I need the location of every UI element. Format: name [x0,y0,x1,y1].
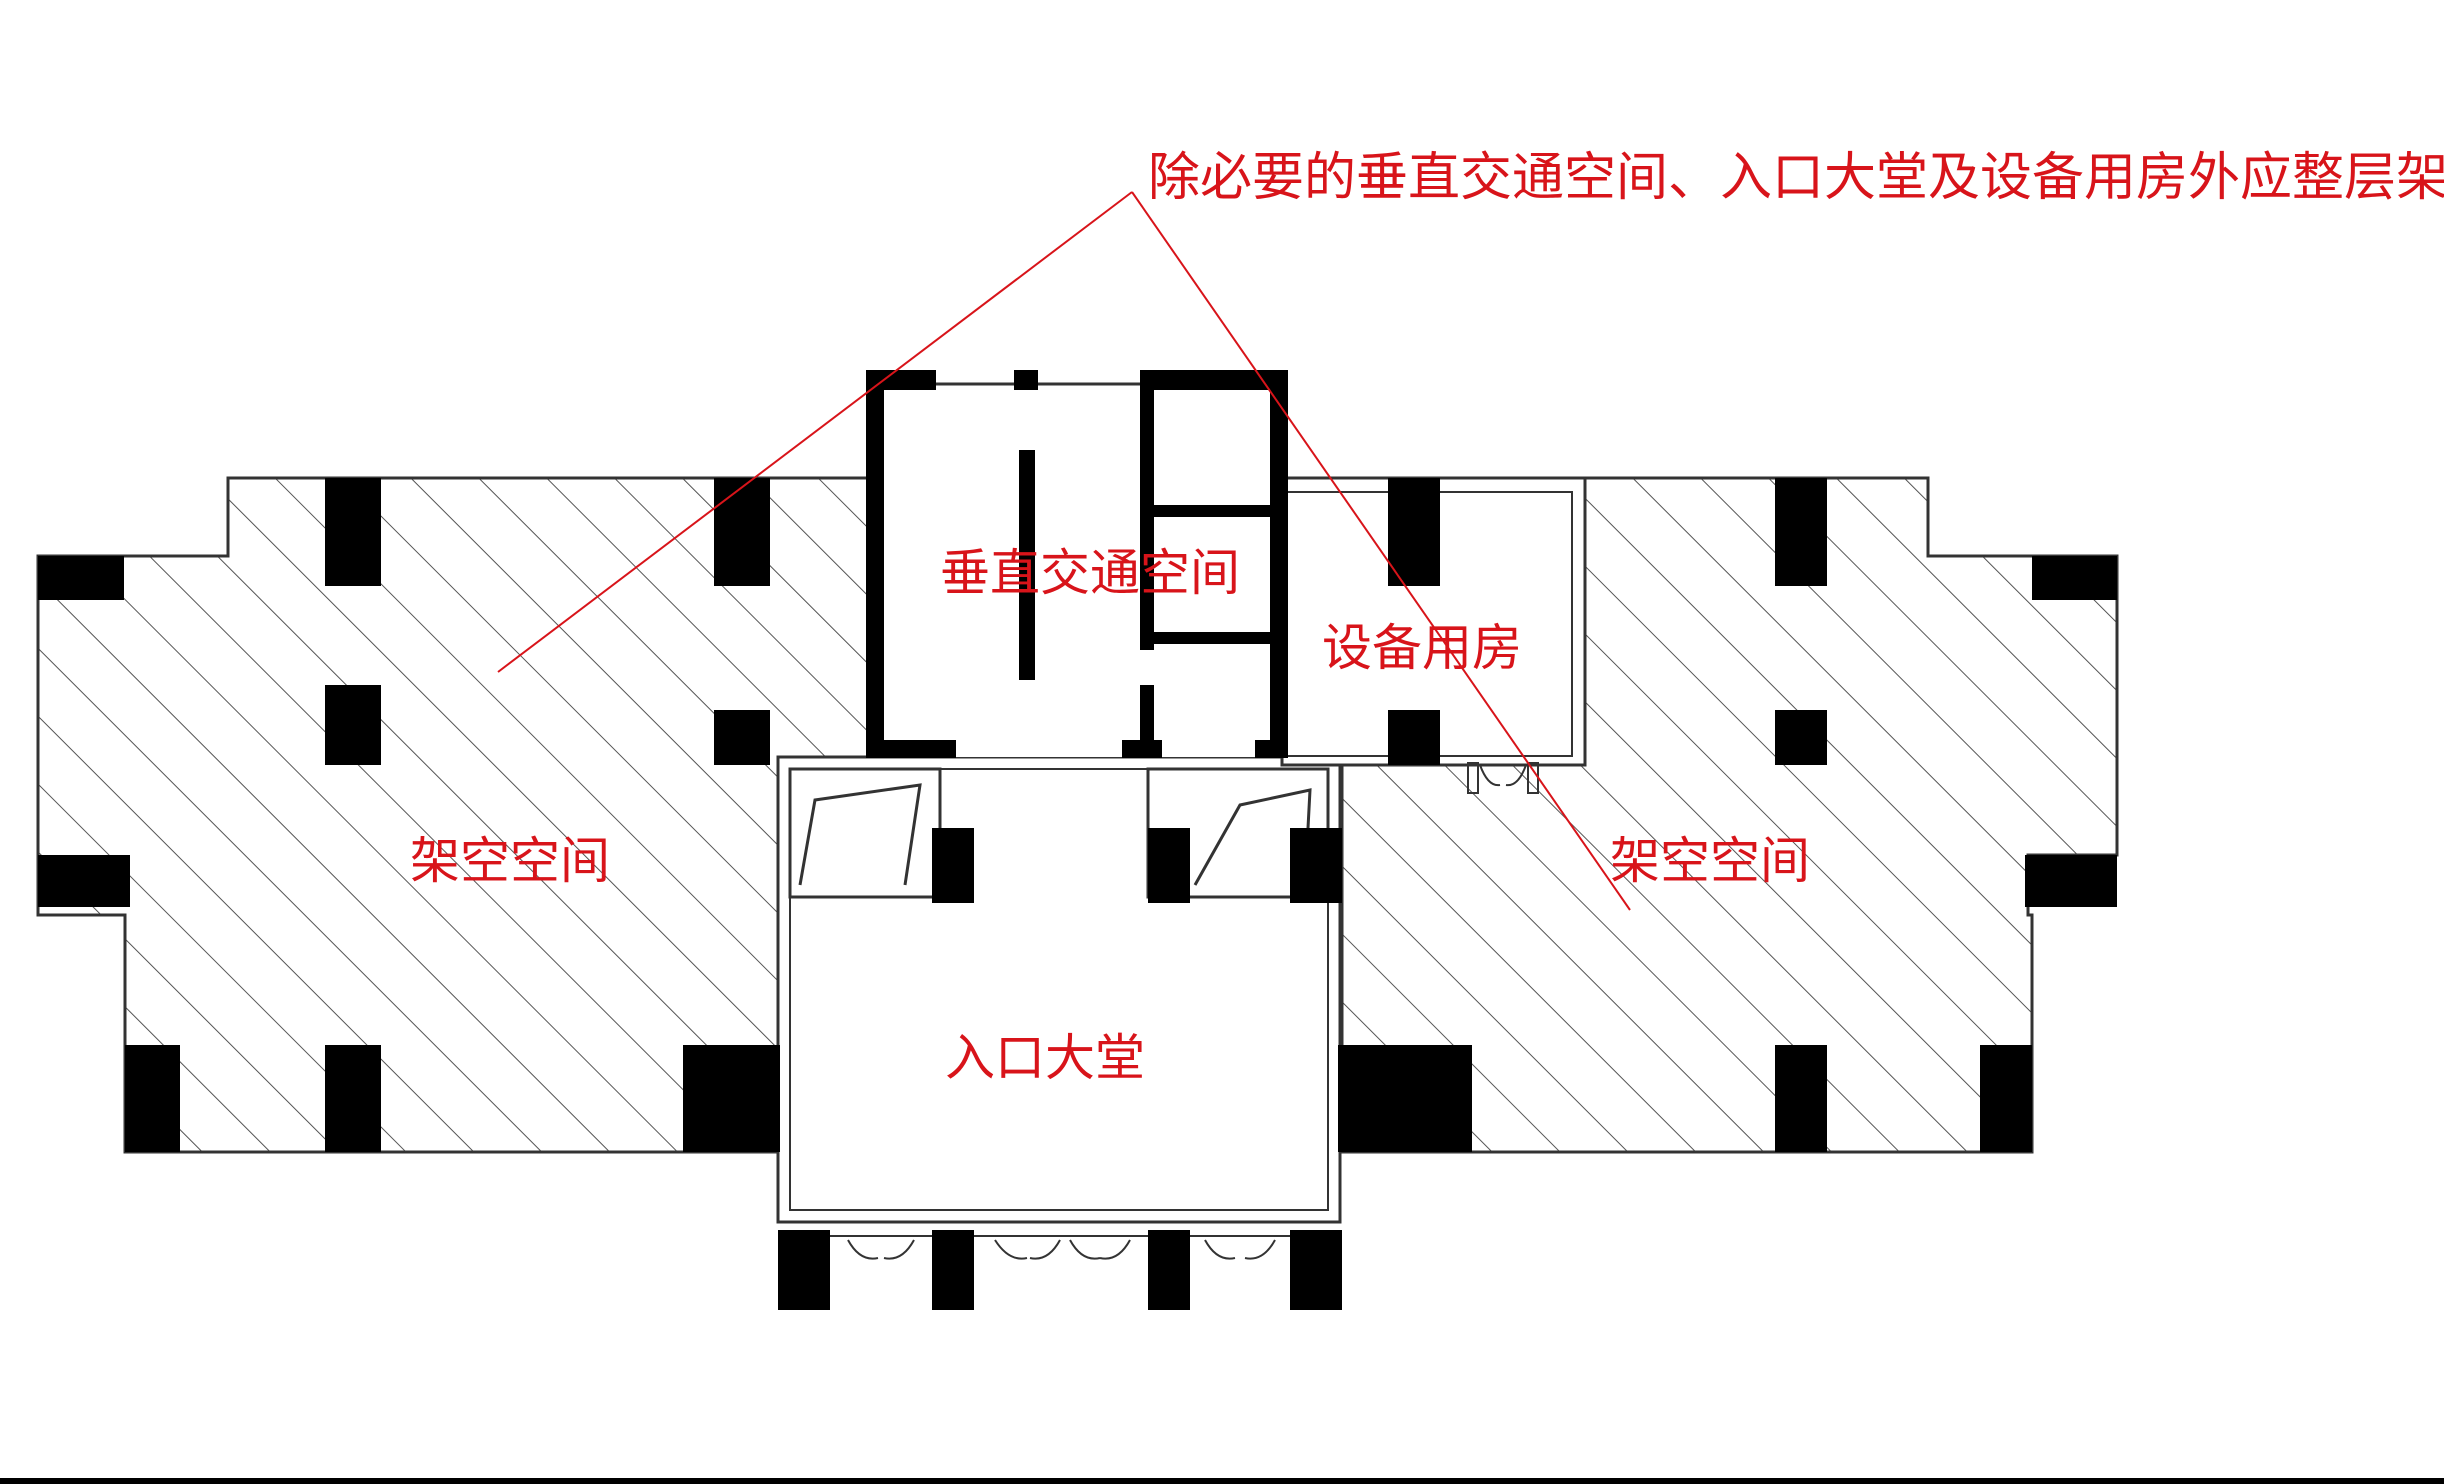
label-vertical-circulation: 垂直交通空间 [940,544,1240,602]
core-walls [866,370,1288,758]
entrance-lobby-area [776,755,1342,1224]
label-entrance-lobby: 入口大堂 [945,1029,1145,1087]
core-area [868,380,1288,757]
entrance-doors [830,1235,1290,1260]
annotation-callout: 除必要的垂直交通空间、入口大堂及设备用房外应整层架空 [1148,148,2444,208]
equipment-room-door [1467,762,1539,794]
bottom-border [0,1478,2444,1484]
label-equipment-room: 设备用房 [1322,619,1522,677]
structural-columns [38,478,2117,1310]
callout-leader-lines [497,191,1631,911]
label-pilotis-right: 架空空间 [1610,832,1810,890]
label-pilotis-left: 架空空间 [410,832,610,890]
